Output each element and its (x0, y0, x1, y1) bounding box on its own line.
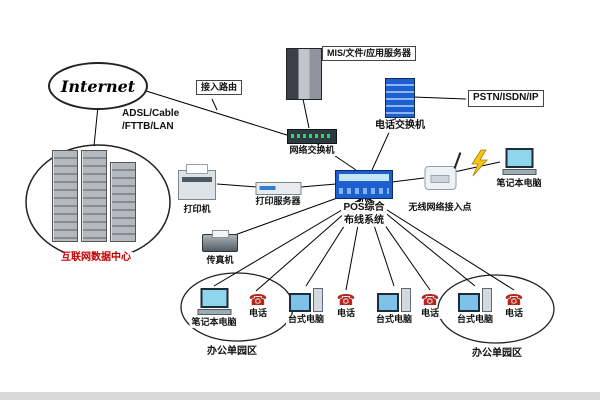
access-router-label-node: 接入路由 (196, 80, 243, 96)
desktop-pc-icon (288, 288, 323, 312)
bottom-desktop-label: 台式电脑 (454, 314, 496, 326)
bottom-phone-node: ☎ 电话 (418, 291, 442, 320)
idc-label-node: 互联网数据中心 (59, 252, 133, 265)
phone-icon: ☎ (336, 291, 356, 309)
server-rack-icon (81, 150, 107, 242)
footer-strip (0, 392, 600, 400)
print-server-icon (254, 182, 301, 195)
laptop-icon (501, 148, 536, 175)
bottom-desktop-label: 台式电脑 (285, 314, 327, 326)
network-switch-node: 网络交换机 (287, 129, 337, 157)
printer-node: 打印机 (178, 164, 216, 216)
pos-label-line2: 布线系统 (342, 214, 386, 227)
adsl-label-node: ADSL/Cable /FTTB/LAN (120, 108, 182, 133)
server-rack-icon (52, 150, 78, 242)
bottom-phone-node: ☎ 电话 (334, 291, 358, 320)
bottom-phone-label: 电话 (502, 308, 526, 320)
laptop-icon (196, 288, 231, 315)
monitor (288, 293, 311, 312)
pstn-node: PSTN/ISDN/IP (468, 90, 544, 107)
bottom-desktop-node: 台式电脑 (285, 288, 327, 326)
fax-machine-icon (202, 230, 238, 252)
idc-label: 互联网数据中心 (59, 252, 133, 265)
bottom-laptop-label: 笔记本电脑 (189, 317, 239, 329)
bottom-phone-node: ☎ 电话 (502, 291, 526, 320)
mis-label-node: MIS/文件/应用服务器 (322, 46, 417, 62)
bottom-phone-label: 电话 (246, 308, 270, 320)
desktop-pc-icon (457, 288, 492, 312)
phone-switch-label: 电话交换机 (373, 120, 427, 133)
laptop-right-label: 笔记本电脑 (494, 178, 544, 190)
pstn-label: PSTN/ISDN/IP (468, 90, 544, 107)
print-server-node: 打印服务器 (253, 182, 303, 208)
desktop-pc-icon (376, 288, 411, 312)
server-rack-icon (110, 162, 136, 242)
server-racks-icon (52, 150, 136, 242)
mis-server-node (286, 48, 322, 100)
printer-label: 打印机 (181, 204, 213, 216)
tower (312, 288, 323, 312)
wireless-ap-icon (423, 166, 456, 190)
internet-cloud-icon: Internet (48, 62, 148, 110)
office-left-label: 办公单园区 (205, 346, 259, 359)
laptop-screen (504, 148, 533, 168)
laptop-base (196, 309, 231, 315)
phone-icon: ☎ (248, 291, 268, 309)
printer-icon (178, 164, 216, 200)
office-left-label-node: 办公单园区 (205, 346, 259, 359)
phone-switch-icon (385, 78, 415, 118)
fax-node: 传真机 (202, 230, 238, 267)
bottom-desktop-node: 台式电脑 (373, 288, 415, 326)
phone-switch-node: 电话交换机 (373, 78, 427, 133)
pos-box-icon (335, 170, 393, 199)
adsl-line1: ADSL/Cable (120, 108, 182, 121)
lightning-bolt-icon (471, 149, 488, 177)
wifi-ap-node: 无线网络接入点 (406, 166, 474, 214)
idc-node (52, 150, 136, 242)
adsl-line2: /FTTB/LAN (120, 120, 176, 133)
tower (400, 288, 411, 312)
laptop-screen (199, 288, 228, 308)
tower (481, 288, 492, 312)
server-cabinet-icon (286, 48, 322, 100)
laptop-right-node: 笔记本电脑 (494, 148, 544, 190)
laptop-base (501, 169, 536, 175)
bottom-desktop-label: 台式电脑 (373, 314, 415, 326)
monitor (457, 293, 480, 312)
phone-icon: ☎ (420, 291, 440, 309)
bottom-desktop-node: 台式电脑 (454, 288, 496, 326)
print-server-label: 打印服务器 (253, 196, 303, 208)
phone-icon: ☎ (504, 291, 524, 309)
network-switch-label: 网络交换机 (287, 145, 337, 157)
pos-node: POS综合 布线系统 (335, 170, 393, 227)
access-router-label: 接入路由 (196, 80, 243, 96)
mis-server-label: MIS/文件/应用服务器 (322, 46, 417, 62)
wifi-ap-label: 无线网络接入点 (406, 202, 474, 214)
network-switch-icon (287, 129, 337, 144)
office-right-label-node: 办公单园区 (470, 348, 524, 361)
bottom-phone-label: 电话 (418, 308, 442, 320)
bottom-phone-node: ☎ 电话 (246, 291, 270, 320)
office-right-label: 办公单园区 (470, 348, 524, 361)
bottom-phone-label: 电话 (334, 308, 358, 320)
internet-node: Internet (48, 62, 148, 110)
pos-label-line1: POS综合 (341, 202, 387, 215)
monitor (376, 293, 399, 312)
fax-label: 传真机 (204, 255, 236, 267)
bottom-laptop-node: 笔记本电脑 (189, 288, 239, 329)
